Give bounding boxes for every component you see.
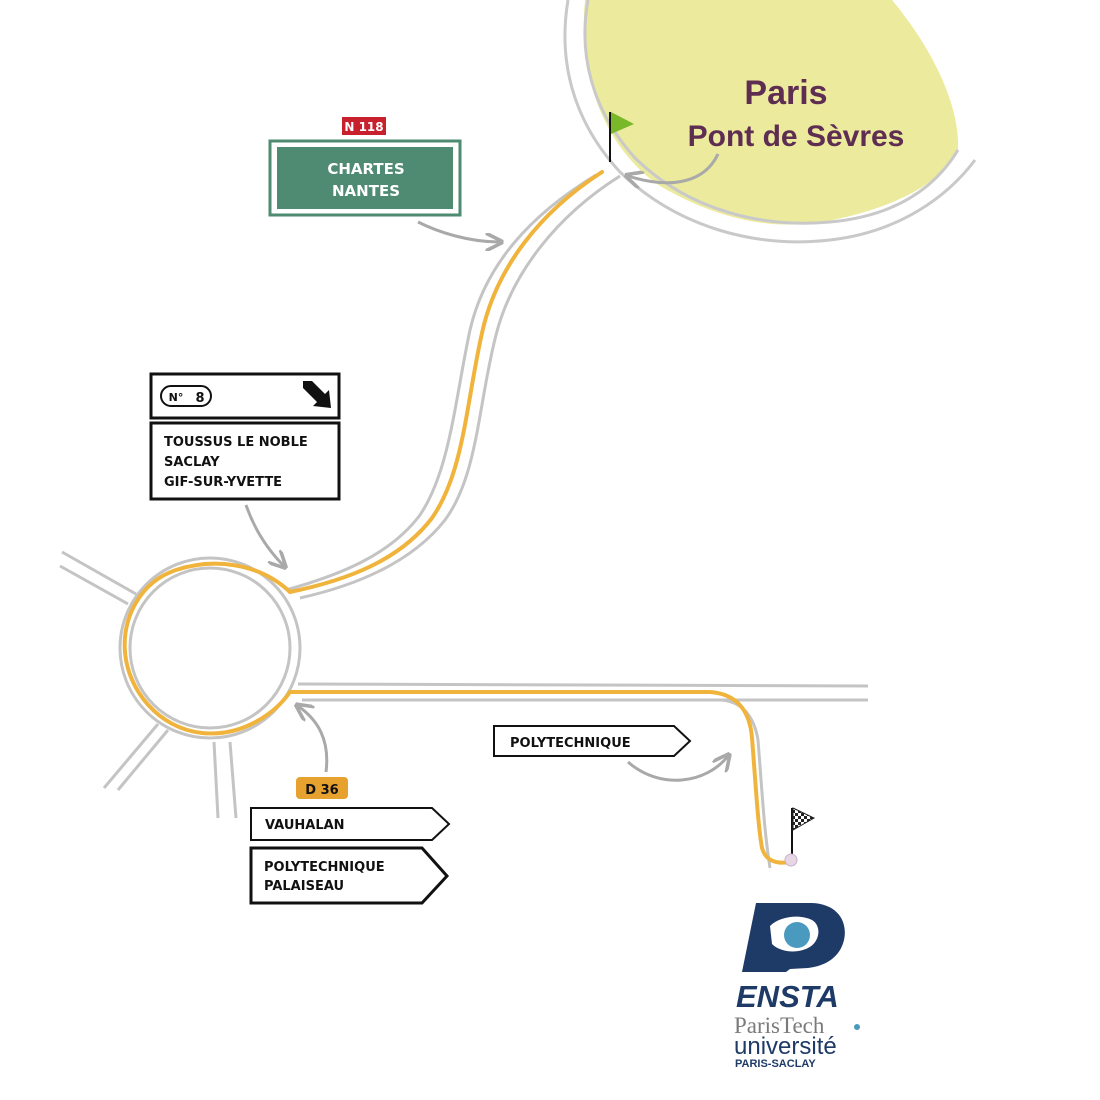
n118-line-1: CHARTES	[327, 160, 404, 178]
finish-flag-icon	[784, 807, 816, 867]
exit-line-1: TOUSSUS LE NOBLE	[164, 435, 308, 450]
d36-poly-line-2: PALAISEAU	[264, 879, 344, 894]
d36-poly-line-1: POLYTECHNIQUE	[264, 860, 385, 875]
ensta-emblem	[742, 903, 845, 972]
city-label: Paris	[744, 74, 827, 112]
logo-name: ENSTA	[736, 979, 839, 1014]
paris-area	[563, 0, 977, 244]
d36-badge: D 36	[305, 783, 338, 798]
logo-dot	[854, 1024, 860, 1030]
sign-d36: D 36 VAUHALAN POLYTECHNIQUE PALAISEAU	[249, 777, 451, 905]
sign-exit: N° 8 TOUSSUS LE NOBLE SACLAY GIF-SUR-YVE…	[149, 372, 341, 501]
exit-arrow-icon	[303, 381, 331, 408]
pointer-arrows	[244, 153, 728, 782]
exit-label: N°	[169, 391, 184, 404]
sign-polytechnique: POLYTECHNIQUE	[493, 725, 692, 757]
logo-line-4: PARIS-SACLAY	[735, 1058, 816, 1070]
n118-badge: N 118	[344, 120, 383, 134]
start-flag-icon	[609, 112, 634, 162]
ensta-logo: ENSTA ParisTech université PARIS-SACLAY	[734, 903, 860, 1070]
logo-line-2: ParisTech	[734, 1013, 825, 1038]
polytechnique-label: POLYTECHNIQUE	[510, 736, 631, 751]
area-label: Pont de Sèvres	[688, 120, 905, 153]
n118-line-2: NANTES	[332, 182, 400, 200]
exit-number: 8	[195, 391, 204, 406]
logo-line-3: université	[734, 1033, 837, 1060]
exit-line-2: SACLAY	[164, 455, 220, 470]
roads	[59, 173, 869, 869]
vauhalan-label: VAUHALAN	[265, 818, 345, 833]
sign-n118: N 118 CHARTES NANTES	[268, 117, 462, 217]
route	[122, 170, 792, 865]
exit-line-3: GIF-SUR-YVETTE	[164, 475, 282, 490]
